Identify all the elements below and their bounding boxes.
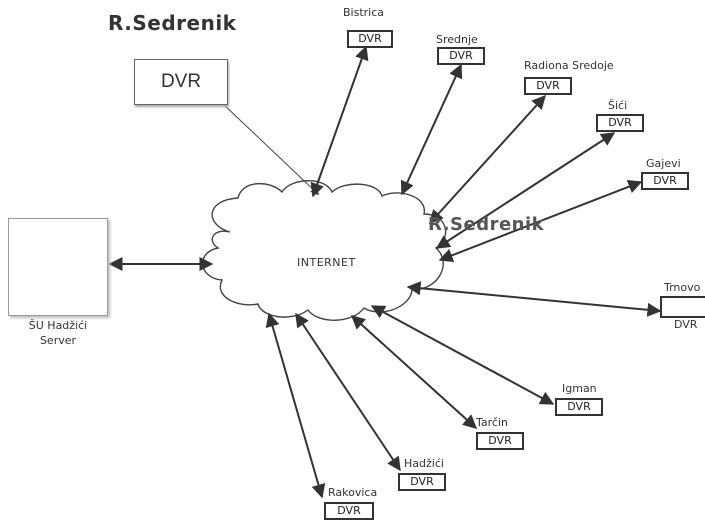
- site-label-srednje: Srednje: [436, 33, 478, 46]
- server-label-line2: Server: [39, 334, 77, 347]
- sedrenik-dvr-box: DVR: [134, 59, 228, 105]
- link-igman: [370, 305, 555, 405]
- site-dvr-gajevi: DVR: [641, 172, 689, 190]
- site-label-rakovica: Rakovica: [328, 486, 378, 499]
- location-heading-top: R.Sedrenik: [108, 11, 237, 35]
- site-label-hadzici: Hadžići: [404, 457, 444, 470]
- link-srednje: [400, 63, 463, 196]
- link-rakovica: [265, 312, 326, 499]
- link-trnovo: [406, 281, 662, 317]
- site-label-gajevi: Gajevi: [646, 157, 681, 170]
- site-label-sici: Šići: [608, 99, 628, 112]
- link-hadzici: [295, 312, 401, 472]
- internet-label: INTERNET: [297, 256, 356, 269]
- site-label-igman: Igman: [562, 382, 597, 395]
- site-dvr-bistrica: DVR: [347, 30, 393, 48]
- server-label-line1: ŠU Hadžići: [28, 319, 88, 332]
- server-frame: [8, 218, 108, 316]
- link-tarcin: [350, 315, 478, 429]
- site-label-bistrica: Bistrica: [343, 6, 385, 19]
- site-label-radiona: Radiona Sredoje: [524, 59, 614, 72]
- internet-cloud: [202, 180, 447, 321]
- site-dvr-sici: DVR: [596, 114, 644, 132]
- site-dvr-tarcin: DVR: [476, 432, 524, 450]
- site-dvr-radiona: DVR: [524, 77, 572, 95]
- site-dvr-igman: DVR: [555, 398, 603, 416]
- site-label-trnovo: Trnovo: [664, 281, 701, 294]
- server-label: ŠU Hadžići Server: [18, 318, 98, 348]
- link-sedrenik: [221, 102, 318, 194]
- site-label-tarcin: Tarčin: [476, 416, 508, 429]
- site-dvr-trnovo: DVR: [674, 318, 698, 331]
- site-dvr-hadzici: DVR: [398, 473, 446, 491]
- site-dvr-trnovo-frame: [660, 296, 705, 318]
- link-bistrica: [310, 45, 369, 198]
- link-radiona: [429, 94, 546, 225]
- link-gajevi: [438, 180, 643, 262]
- site-dvr-srednje: DVR: [437, 47, 485, 65]
- site-dvr-rakovica: DVR: [324, 502, 374, 520]
- location-heading-cloud: R.Sedrenik: [428, 214, 545, 235]
